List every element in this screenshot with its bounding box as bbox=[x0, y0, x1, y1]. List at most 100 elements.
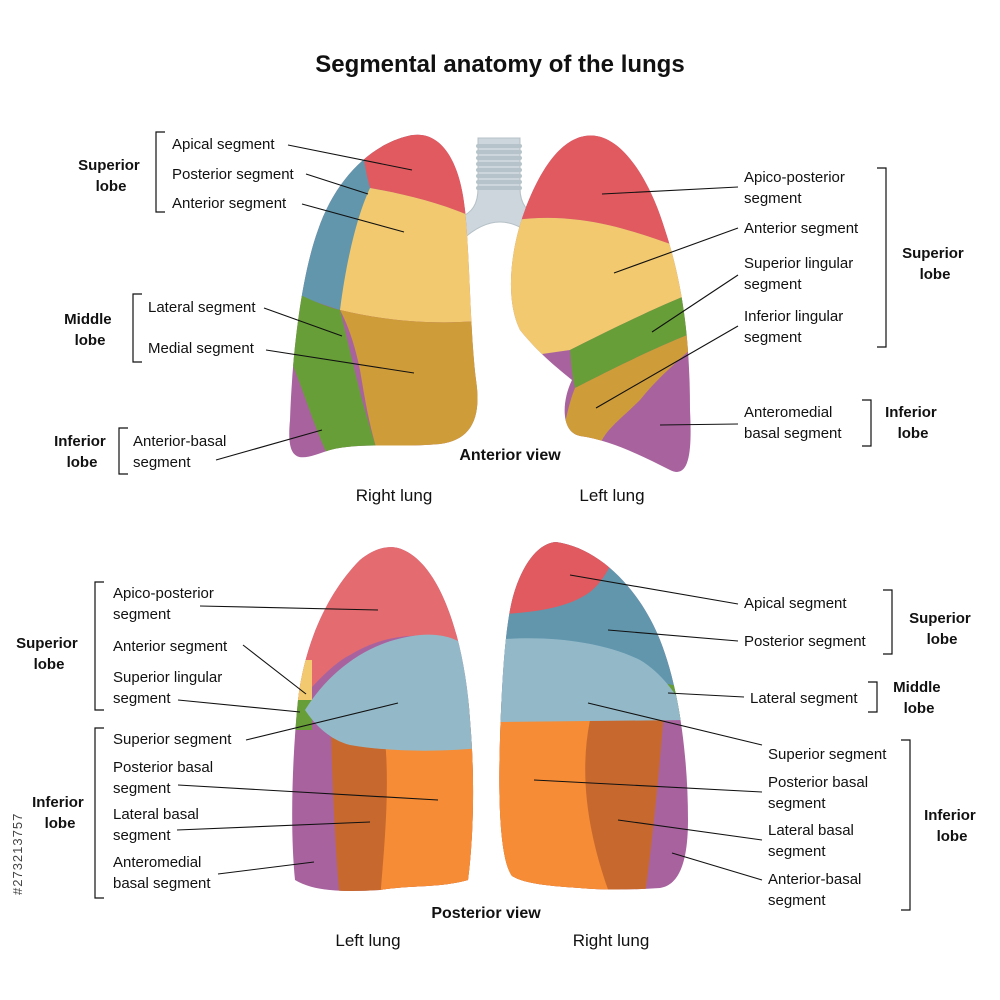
post-leader-apical bbox=[569, 574, 739, 605]
post-label-right-lateral-basal-segment: Lateral basal segment bbox=[768, 822, 858, 860]
ant-label-superior-lingular-segment: Superior lingular segment bbox=[744, 255, 857, 293]
post-leader-anterior bbox=[242, 644, 307, 695]
post-right-bracket-inferior bbox=[901, 739, 911, 911]
ant-group-superior-line1: Superior bbox=[78, 157, 140, 174]
ant-label-apico-posterior-segment: Apico-posterior segment bbox=[744, 169, 849, 207]
trachea-ring bbox=[476, 168, 522, 172]
posterior-right-lung bbox=[499, 542, 688, 890]
ant-leader-anterior-basal bbox=[215, 429, 323, 461]
anterior-left-lung-label: Left lung bbox=[579, 486, 644, 505]
post-leader-apico-posterior bbox=[199, 605, 379, 611]
ant-label-anterior-segment: Anterior segment bbox=[172, 195, 287, 212]
post-leader-anteromedial-basal bbox=[217, 861, 315, 875]
post-label-anterior-basal-segment: Anterior-basal segment bbox=[768, 871, 866, 909]
post-label-lateral-segment: Lateral segment bbox=[750, 690, 858, 707]
ant-group-inferior-line1: Inferior bbox=[54, 433, 106, 450]
post-group-inferior-right-line1: Inferior bbox=[924, 807, 976, 824]
ant-left-bracket-middle bbox=[132, 293, 142, 363]
post-right-bracket-middle bbox=[868, 681, 878, 713]
ant-group-inferior-right-line1: Inferior bbox=[885, 404, 937, 421]
post-leader-right-lateral-basal bbox=[617, 819, 763, 841]
ant-right-bracket-inferior bbox=[862, 399, 872, 447]
post-leader-lateral-basal bbox=[176, 821, 371, 831]
post-label-superior-lingular-segment: Superior lingular segment bbox=[113, 669, 226, 707]
ant-leader-anterior bbox=[301, 203, 405, 233]
ant-label-inferior-lingular-segment: Inferior lingular segment bbox=[744, 308, 847, 346]
ant-group-superior-line2: lobe bbox=[96, 178, 127, 195]
post-label-apico-posterior-segment: Apico-posterior segment bbox=[113, 585, 218, 623]
stock-watermark-id: #273213757 bbox=[10, 813, 25, 895]
post-group-superior-left-line1: Superior bbox=[16, 635, 78, 652]
ant-leader-medial bbox=[265, 349, 415, 374]
trachea-ring bbox=[476, 186, 522, 190]
ant-left-superior-lingular-segment bbox=[570, 290, 691, 388]
ant-group-superior-right-line2: lobe bbox=[920, 266, 951, 283]
anterior-view-label: Anterior view bbox=[459, 447, 561, 464]
ant-label-posterior-segment: Posterior segment bbox=[172, 166, 295, 183]
post-left-orange-basal bbox=[380, 740, 474, 891]
trachea-ring bbox=[476, 150, 522, 154]
post-leader-posterior-basal bbox=[177, 784, 439, 801]
post-label-anterior-segment: Anterior segment bbox=[113, 638, 228, 655]
ant-label-apical-segment: Apical segment bbox=[172, 136, 275, 153]
ant-group-middle-left: Middle lobe bbox=[64, 311, 116, 349]
post-group-superior-left: Superior lobe bbox=[16, 635, 82, 673]
ant-leader-apico-posterior bbox=[601, 186, 739, 195]
ant-label-anterior-basal-segment: Anterior-basal segment bbox=[133, 433, 231, 471]
trachea-ring bbox=[476, 144, 522, 148]
anterior-right-lung-label: Right lung bbox=[356, 486, 433, 505]
ant-left-inferior-lingular-segment bbox=[560, 330, 691, 445]
post-leader-right-superior bbox=[587, 702, 763, 746]
ant-left-anterior-segment bbox=[510, 217, 691, 360]
post-label-apical-segment: Apical segment bbox=[744, 595, 847, 612]
post-group-superior-right-line1: Superior bbox=[909, 610, 971, 627]
post-right-bracket-superior bbox=[883, 589, 893, 655]
post-group-superior-right: Superior lobe bbox=[909, 610, 975, 648]
post-label-right-posterior-basal-segment: Posterior basal segment bbox=[768, 774, 872, 812]
posterior-view-label: Posterior view bbox=[431, 905, 541, 922]
post-right-posterior-basal-segment bbox=[499, 720, 610, 890]
ant-leader-inferior-lingular bbox=[595, 325, 739, 409]
ant-group-inferior-right-line2: lobe bbox=[898, 425, 929, 442]
ant-group-middle-line2: lobe bbox=[75, 332, 106, 349]
post-group-superior-left-line2: lobe bbox=[34, 656, 65, 673]
diagram-title: Segmental anatomy of the lungs bbox=[315, 51, 684, 78]
ant-label-anteromedial-basal-segment: Anteromedial basal segment bbox=[744, 404, 842, 442]
post-left-bracket-superior bbox=[94, 581, 104, 711]
post-leader-posterior bbox=[607, 629, 739, 642]
post-group-inferior-right-line2: lobe bbox=[937, 828, 968, 845]
ant-label-lateral-segment: Lateral segment bbox=[148, 299, 256, 316]
post-label-lateral-basal-segment: Lateral basal segment bbox=[113, 806, 203, 844]
posterior-left-lung bbox=[292, 547, 474, 891]
ant-left-bracket-superior bbox=[155, 131, 165, 213]
ant-group-inferior-right: Inferior lobe bbox=[885, 404, 941, 442]
ant-leader-superior-lingular bbox=[651, 274, 739, 333]
ant-group-middle-line1: Middle bbox=[64, 311, 112, 328]
post-group-middle-right-line1: Middle bbox=[893, 679, 941, 696]
ant-group-superior-left: Superior lobe bbox=[78, 157, 144, 195]
posterior-view: Posterior view Left lung Right lung Supe… bbox=[16, 542, 980, 950]
post-label-posterior-basal-segment: Posterior basal segment bbox=[113, 759, 217, 797]
post-left-superior-segment bbox=[305, 634, 474, 751]
ant-group-superior-right: Superior lobe bbox=[902, 245, 968, 283]
post-group-inferior-left-line2: lobe bbox=[45, 815, 76, 832]
post-left-superior-lingular-segment bbox=[292, 700, 312, 730]
post-leader-superior-lingular bbox=[177, 699, 301, 713]
post-group-inferior-left: Inferior lobe bbox=[32, 794, 88, 832]
trachea-ring bbox=[476, 174, 522, 178]
post-left-bracket-inferior bbox=[94, 727, 104, 899]
ant-label-medial-segment: Medial segment bbox=[148, 340, 255, 357]
anterior-right-lung bbox=[289, 134, 478, 458]
ant-left-bracket-inferior bbox=[118, 427, 128, 475]
post-left-anterior-segment bbox=[292, 660, 312, 700]
anterior-view: Anterior view Right lung Left lung Super… bbox=[54, 131, 968, 505]
trachea-rings bbox=[476, 144, 522, 190]
post-leader-anterior-basal bbox=[671, 852, 763, 881]
post-group-inferior-right: Inferior lobe bbox=[924, 807, 980, 845]
ant-right-bracket-superior bbox=[877, 167, 887, 348]
post-label-superior-segment: Superior segment bbox=[113, 731, 232, 748]
trachea-ring bbox=[476, 180, 522, 184]
trachea-ring bbox=[476, 162, 522, 166]
post-group-middle-right-line2: lobe bbox=[904, 700, 935, 717]
